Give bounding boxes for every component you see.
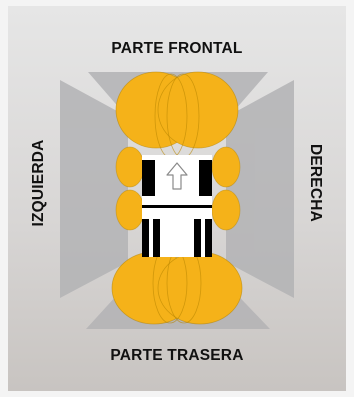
left-lobe-bottom: [115, 189, 145, 231]
axle-line: [142, 205, 212, 208]
car: [142, 155, 212, 257]
rear-lobe-right: [157, 251, 243, 325]
up-arrow-icon: [166, 162, 188, 190]
tire-rear-right-outer: [205, 219, 212, 257]
rear-label: PARTE TRASERA: [110, 347, 244, 364]
left-zone: [60, 80, 128, 298]
tire-rear-left-inner: [153, 219, 160, 257]
left-label: IZQUIERDA: [30, 139, 47, 227]
front-label: PARTE FRONTAL: [111, 40, 243, 57]
tire-front-right: [199, 160, 212, 196]
tire-front-left: [142, 160, 155, 196]
left-lobe-top: [115, 146, 145, 188]
right-zone: [226, 80, 294, 298]
tire-rear-right-inner: [194, 219, 201, 257]
front-lobe-right: [157, 71, 239, 149]
front-sensor-lobes: [115, 71, 239, 159]
right-lobe-bottom: [211, 189, 241, 231]
right-lobe-top: [211, 146, 241, 188]
right-label: DERECHA: [307, 143, 324, 223]
tire-rear-left-outer: [142, 219, 149, 257]
rear-sensor-lobes: [111, 242, 243, 325]
